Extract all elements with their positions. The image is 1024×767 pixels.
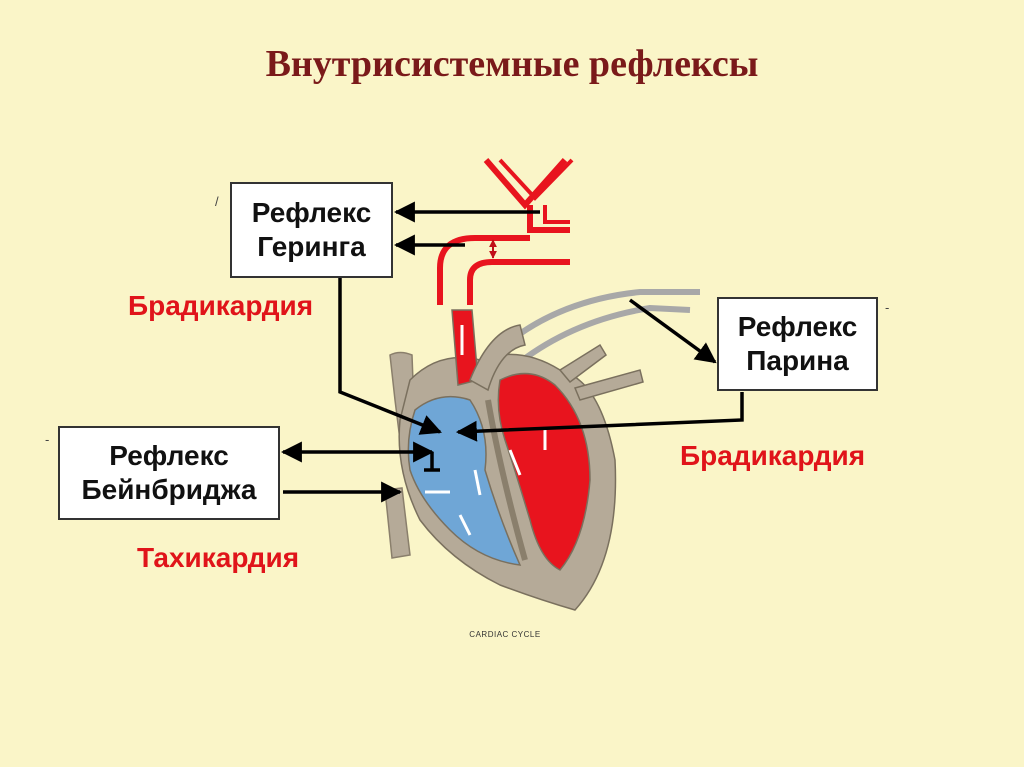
carotid-artery xyxy=(437,158,574,305)
diagram-caption: CARDIAC CYCLE xyxy=(469,630,541,639)
bainbridge-reflex-box: Рефлекс Бейнбриджа xyxy=(58,426,280,520)
bainbridge-line2: Бейнбриджа xyxy=(81,474,257,505)
stray-mark: / xyxy=(215,194,219,209)
hering-line2: Геринга xyxy=(257,231,366,262)
bainbridge-effect-label: Тахикардия xyxy=(137,542,300,573)
hering-reflex-box: Рефлекс Геринга xyxy=(230,182,393,278)
blood-flow-arrows xyxy=(425,325,547,536)
parin-line2: Парина xyxy=(746,345,849,376)
stray-mark: - xyxy=(45,432,50,447)
stray-mark: - xyxy=(885,300,890,315)
bainbridge-line1: Рефлекс xyxy=(109,440,229,472)
parin-reflex-box: Рефлекс Парина xyxy=(717,297,878,391)
page-title: Внутрисистемные рефлексы xyxy=(265,43,759,85)
parin-effect-label: Брадикардия xyxy=(680,440,866,471)
parin-line1: Рефлекс xyxy=(737,311,858,343)
reflex-arrows xyxy=(280,201,744,503)
hering-effect-label: Брадикардия xyxy=(128,290,314,321)
hering-line1: Рефлекс xyxy=(251,197,372,229)
heart xyxy=(398,309,644,611)
